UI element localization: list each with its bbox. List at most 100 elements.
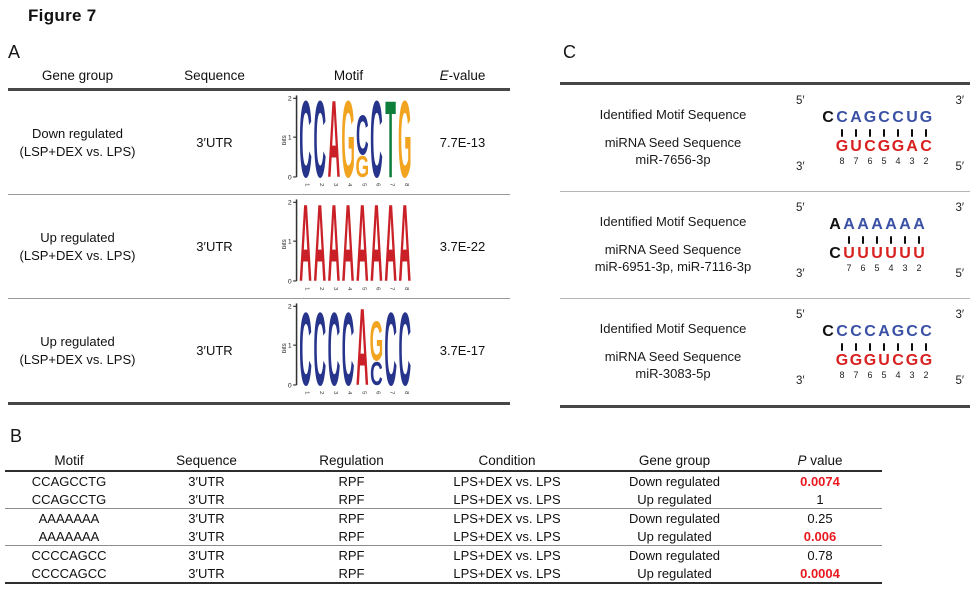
tick-bar — [840, 128, 844, 137]
pairing-tick — [849, 342, 863, 351]
motif-letter: C — [864, 323, 876, 340]
svg-text:A: A — [356, 302, 369, 399]
sequence-cell: 3′UTR — [196, 342, 233, 358]
five-prime-top-label: 5′ — [796, 95, 805, 107]
gene-group-line1: Up regulated — [40, 229, 115, 245]
svg-text:C: C — [399, 302, 412, 399]
sequence-header: Sequence — [184, 67, 245, 83]
panel-a-label: A — [8, 42, 21, 62]
evalue-header-italic: E — [439, 67, 449, 83]
svg-text:C: C — [299, 302, 312, 399]
seed-position-number: 5 — [881, 156, 887, 166]
regulation-cell: RPF — [338, 491, 365, 507]
regulation-cell: RPF — [338, 510, 365, 526]
tick-bar — [889, 235, 893, 244]
evalue-cell: 3.7E-22 — [439, 238, 486, 254]
seed-letter: U — [843, 245, 855, 262]
svg-text:C: C — [299, 94, 312, 191]
pairing-ticks-row — [828, 235, 926, 244]
evalue-cell: 7.7E-13 — [439, 134, 486, 150]
motif-cell: CCCCAGCC — [31, 565, 107, 581]
tick-bar — [875, 235, 879, 244]
pairing-tick — [905, 128, 919, 137]
pairing-tick — [912, 235, 926, 244]
five-prime-bottom-label: 5′ — [955, 268, 964, 280]
svg-text:A: A — [299, 198, 312, 295]
gene-group-header: Gene group — [41, 67, 114, 83]
svg-text:A: A — [356, 198, 369, 295]
pairing-tick — [856, 235, 870, 244]
pairing-tick — [870, 235, 884, 244]
motif-letter: A — [871, 216, 883, 233]
svg-text:2: 2 — [318, 183, 324, 186]
pairing-tick — [891, 342, 905, 351]
gene-group-cell: Up regulated — [637, 528, 712, 544]
identified-motif-label: Identified Motif Sequence — [599, 321, 747, 337]
svg-text:bits: bits — [282, 239, 288, 249]
seed-letter: G — [891, 138, 905, 155]
pairing-tick — [877, 342, 891, 351]
seed-letter: U — [899, 245, 911, 262]
svg-text:A: A — [328, 198, 341, 295]
seed-letter: G — [905, 352, 919, 369]
seed-position-number: 6 — [867, 156, 873, 166]
motif-letter: A — [829, 216, 841, 233]
tick-bar — [896, 342, 900, 351]
figure-title: Figure 7 — [28, 6, 97, 25]
seed-position-number: 8 — [839, 156, 845, 166]
seed-position-number: 7 — [853, 156, 859, 166]
motif-letter: C — [822, 323, 834, 340]
svg-text:0: 0 — [288, 174, 292, 181]
motif-letter: G — [919, 109, 933, 126]
pairing-ticks-row — [821, 128, 933, 137]
gene-group-cell: Up regulated(LSP+DEX vs. LPS) — [8, 229, 147, 264]
regulation-cell: RPF — [338, 547, 365, 563]
gene-group-header: Gene group — [638, 452, 711, 468]
pairing-tick — [905, 342, 919, 351]
svg-text:1: 1 — [304, 287, 310, 290]
mirna-seed-label: miRNA Seed Sequence — [604, 242, 742, 258]
svg-text:A: A — [384, 198, 397, 295]
seed-letter: U — [885, 245, 897, 262]
gene-group-line2: (LSP+DEX vs. LPS) — [19, 143, 136, 159]
seed-position-number: 3 — [909, 156, 915, 166]
evalue-header: E-value — [439, 67, 486, 83]
tick-bar — [882, 128, 886, 137]
regulation-cell: RPF — [338, 528, 365, 544]
motif-letter: C — [906, 323, 918, 340]
sequence-header: Sequence — [176, 452, 237, 468]
tick-bar — [924, 128, 928, 137]
sequence-cell: 3′UTR — [188, 491, 225, 507]
svg-text:5: 5 — [360, 183, 366, 186]
motif-header: Motif — [54, 452, 84, 468]
pvalue-header: P value — [797, 452, 843, 468]
motif-letter: G — [863, 109, 877, 126]
svg-text:8: 8 — [403, 287, 409, 290]
three-prime-top-label: 3′ — [955, 309, 964, 321]
svg-text:1: 1 — [304, 183, 310, 186]
pairing-tick — [835, 128, 849, 137]
pvalue-cell: 0.0004 — [800, 565, 840, 581]
regulation-cell: RPF — [338, 473, 365, 489]
svg-text:T: T — [385, 94, 396, 191]
svg-text:2: 2 — [318, 391, 324, 394]
three-prime-bottom-label: 3′ — [796, 268, 805, 280]
seed-position-number: 5 — [881, 370, 887, 380]
motif-letter: A — [899, 216, 911, 233]
sequence-cell: 3′UTR — [188, 528, 225, 544]
condition-header: Condition — [478, 452, 536, 468]
condition-cell: LPS+DEX vs. LPS — [453, 491, 561, 507]
